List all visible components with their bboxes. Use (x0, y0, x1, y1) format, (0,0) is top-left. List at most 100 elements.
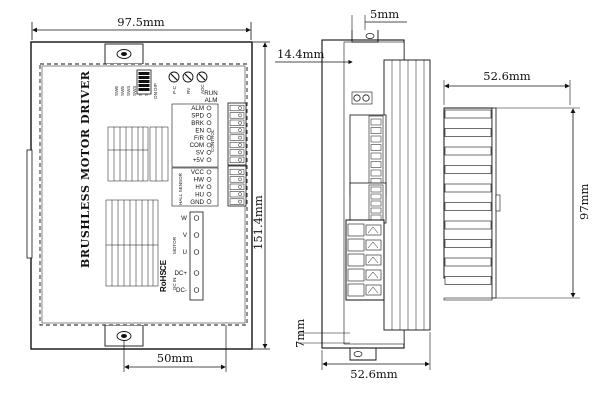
potentiometers[interactable]: P-C RV ADC (168, 71, 208, 94)
side-view: 5mm 14.4mm 7mm 52.6mm (275, 7, 431, 381)
control-screw-icon (238, 135, 242, 140)
control-screw-icon (238, 143, 242, 147)
side-offset-dimension: 14.4mm (275, 47, 353, 65)
side-control-slot (370, 152, 382, 160)
hall-terminal-slot[interactable] (229, 191, 245, 198)
sw6-label: SW6 (114, 86, 119, 96)
side-top-dimension: 5mm (351, 7, 407, 30)
spec-label-upper (107, 126, 169, 182)
hall-screw-icon (238, 192, 242, 197)
control-terminal-slot[interactable] (229, 104, 245, 112)
dip-switch[interactable]: ON DIP (136, 69, 158, 99)
hall-screw-icon (238, 199, 242, 204)
side-power-mark (367, 286, 379, 294)
front-height-label: 151.4mm (251, 195, 265, 250)
hall-terminal-slot[interactable] (229, 168, 245, 176)
heatsink-fin (444, 109, 492, 119)
hall-pin-label-hv: HV (195, 184, 204, 191)
power-pin-label-0: DC+ (174, 270, 187, 277)
motor-pin-label-w: W (181, 215, 187, 222)
control-pin-icon (206, 113, 212, 118)
control-pin-label-fr: F/R (194, 135, 204, 142)
hall-screw-icon (238, 177, 242, 182)
heatsink-fin (444, 165, 492, 174)
control-pin-label-spd: SPD (191, 113, 204, 120)
hall-terminal-slot[interactable] (229, 183, 245, 190)
control-screw-icon (238, 106, 242, 110)
hall-pin-icon (206, 184, 212, 190)
side-control-slot (370, 135, 382, 143)
side-bottom-dimension: 7mm (293, 319, 350, 348)
motor-terminal-icon[interactable] (193, 249, 200, 255)
control-pin-icon (206, 157, 212, 163)
power-group-label: DC IN (172, 277, 177, 290)
front-width-label: 97.5mm (117, 15, 165, 29)
control-pin-label-com: COM (190, 142, 204, 149)
control-terminal-slot[interactable] (229, 127, 245, 134)
control-screw-icon (238, 120, 242, 125)
heatsink-fins (444, 109, 492, 285)
control-pin-icon (206, 142, 212, 148)
side-hall-slot (370, 214, 382, 221)
heatsink-fin (444, 202, 492, 211)
side-power-slot (347, 223, 365, 237)
ce-mark: CE (159, 259, 168, 271)
side-depth-dimension: 52.6mm (321, 332, 431, 381)
side-power-screw (365, 269, 382, 281)
motor-terminal-icon[interactable] (193, 215, 200, 221)
control-terminal-slot[interactable] (229, 112, 245, 119)
front-height-dimension: 151.4mm (251, 41, 270, 350)
control-pin-icon (206, 120, 212, 126)
hall-pin-label-gnd: GND (190, 199, 204, 206)
hall-pin-label-hw: HW (194, 177, 204, 184)
power-terminal-icon[interactable] (193, 287, 200, 293)
hall-terminal-slot[interactable] (229, 198, 245, 205)
sw3-label: SW3 (132, 86, 137, 96)
hall-pin-icon (206, 177, 212, 182)
heatsink-fin (444, 183, 492, 193)
hall-terminal-slot[interactable] (229, 176, 245, 183)
power-pin-label-1: DC- (176, 287, 187, 294)
control-terminal-slot[interactable] (229, 156, 245, 163)
heatsink-fin (444, 146, 492, 156)
side-pot-icon-2 (362, 94, 370, 102)
side-hall-slot (370, 207, 382, 214)
control-terminal-slot[interactable] (229, 134, 245, 141)
side-power-slot (347, 283, 365, 297)
motor-pin-label-v: V (183, 232, 188, 239)
control-pin-icon (206, 135, 212, 140)
motor-group-label: MOTOR (172, 236, 177, 254)
side-control-slot (370, 161, 382, 168)
control-pin-label-5v: +5V (193, 157, 205, 164)
side-power-screw (365, 284, 382, 296)
control-terminal-slot[interactable] (229, 141, 245, 149)
spec-label-lower (105, 199, 159, 287)
control-screw-icon (238, 113, 242, 118)
dip-label: ON DIP (153, 83, 158, 99)
heatsink-fin (444, 220, 492, 230)
side-bottom-label: 7mm (293, 319, 307, 348)
front-inner-border (39, 63, 248, 326)
sw5-label: SW5 (120, 86, 125, 96)
run-label: RUN (204, 90, 217, 97)
control-pin-icon (206, 127, 212, 133)
side-hall-slot (370, 200, 382, 207)
control-terminal-slot[interactable] (229, 149, 245, 156)
side-pot-icon (353, 94, 361, 102)
side-offset-label: 14.4mm (277, 47, 325, 61)
control-pin-label-brk: BRK (191, 120, 205, 127)
hall-pin-label-vcc: VCC (191, 169, 205, 176)
control-terminal-slot[interactable] (229, 119, 245, 126)
control-pin-icon (206, 150, 212, 155)
side-power-screw (365, 224, 382, 236)
hall-screw-icon (238, 170, 242, 174)
power-terminal-icon[interactable] (193, 270, 200, 276)
side-depth-label: 52.6mm (350, 367, 398, 381)
side-power-screw (365, 254, 382, 266)
heatsink-height-label: 97mm (577, 183, 591, 220)
motor-terminal-icon[interactable] (193, 232, 200, 238)
side-power-mark (367, 256, 379, 264)
control-screw-icon (238, 150, 242, 155)
